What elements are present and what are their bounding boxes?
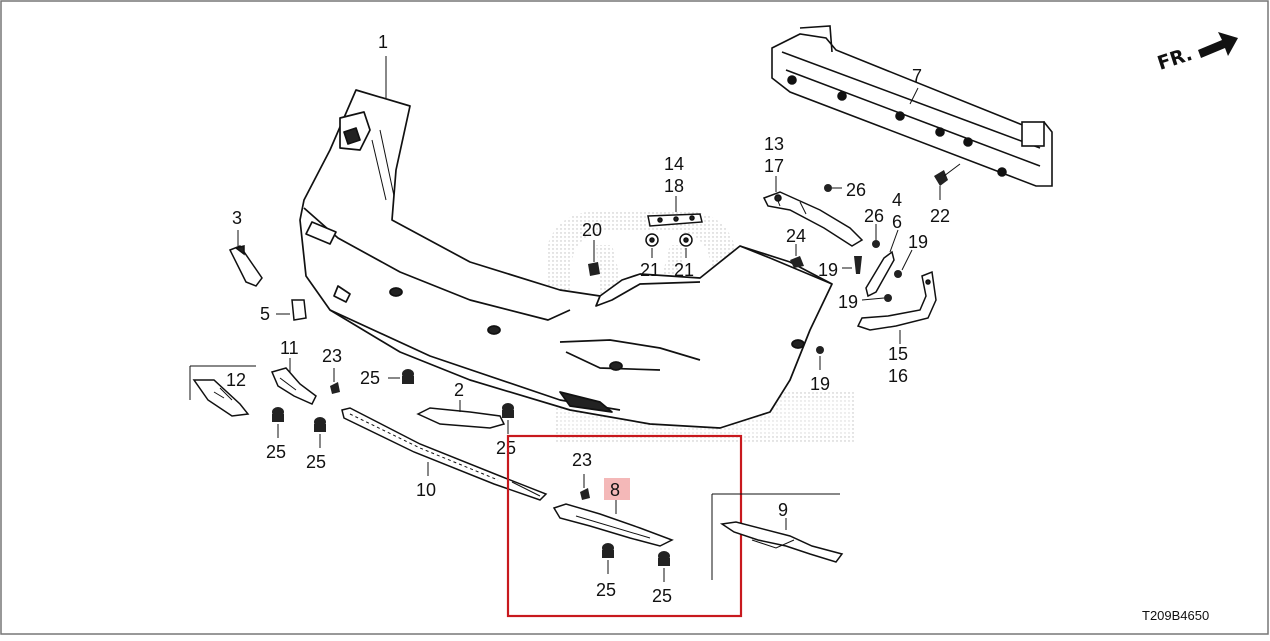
part-label-5: 5 <box>260 304 270 324</box>
part-label-25-b: 25 <box>266 442 286 462</box>
part-label-25-e: 25 <box>596 580 616 600</box>
part-label-10: 10 <box>416 480 436 500</box>
part-2-garnish <box>416 407 506 429</box>
part-label-7: 7 <box>912 66 922 86</box>
part-4-6-spacer <box>865 250 895 298</box>
part-label-22: 22 <box>930 206 950 226</box>
part-label-9: 9 <box>778 500 788 520</box>
part-label-24: 24 <box>786 226 806 246</box>
part-label-11: 11 <box>280 338 299 358</box>
part-label-23-box: 23 <box>572 450 592 470</box>
diagram-code: T209B4650 <box>1142 608 1209 623</box>
part-10-lower-strip <box>341 407 548 501</box>
part-label-26-b: 26 <box>864 206 884 226</box>
part-label-1: 1 <box>378 32 388 52</box>
part-label-12: 12 <box>226 370 246 390</box>
front-direction-label: FR. <box>1155 43 1195 75</box>
part-5-cap <box>291 299 307 321</box>
part-14-18-bracket <box>647 213 703 227</box>
part-15-16-bracket <box>856 270 937 331</box>
part-label-2: 2 <box>454 380 464 400</box>
part-9-garnish <box>711 493 844 580</box>
part-label-13: 13 <box>764 134 784 154</box>
part-22-bolt <box>934 163 961 200</box>
part-label-25-c: 25 <box>306 452 326 472</box>
part-8-highlight-tag <box>604 478 630 500</box>
part-label-3: 3 <box>232 208 242 228</box>
part-label-18: 18 <box>664 176 684 196</box>
part-3-bracket <box>228 245 263 287</box>
part-20-clip <box>588 240 600 276</box>
part-21-nuts <box>645 233 693 247</box>
part-label-25-f: 25 <box>652 586 672 606</box>
part-label-21-a: 21 <box>640 260 660 280</box>
part-8-garnish <box>552 503 674 547</box>
front-direction-arrow: FR. <box>1155 32 1238 75</box>
part-label-8: 8 <box>610 480 620 500</box>
part-7-reinforcement <box>771 25 1053 187</box>
part-label-19-a: 19 <box>818 260 838 280</box>
part-label-23-left: 23 <box>322 346 342 366</box>
part-label-15: 15 <box>888 344 908 364</box>
arrow-icon <box>1198 32 1238 58</box>
part-23-clip-left <box>330 368 340 394</box>
part-label-14: 14 <box>664 154 684 174</box>
part-label-25-d: 25 <box>496 438 516 458</box>
part-24-clip <box>790 244 804 268</box>
part-13-17-bracket <box>762 191 864 247</box>
part-label-19-c: 19 <box>838 292 858 312</box>
part-label-26-a: 26 <box>846 180 866 200</box>
part-label-25-a: 25 <box>360 368 380 388</box>
part-label-19-d: 19 <box>810 374 830 394</box>
part-19-screws <box>816 256 902 354</box>
part-label-20: 20 <box>582 220 602 240</box>
part-12-bracket <box>189 365 256 417</box>
part-11-bracket <box>270 367 317 405</box>
part-25-clips <box>272 369 670 566</box>
part-label-6: 6 <box>892 212 902 232</box>
part-label-19-b: 19 <box>908 232 928 252</box>
part-label-21-b: 21 <box>674 260 694 280</box>
part-1-bumper-face <box>299 89 833 429</box>
part-label-4: 4 <box>892 190 902 210</box>
part-label-17: 17 <box>764 156 784 176</box>
part-23-clip-box <box>580 474 590 500</box>
part-label-16: 16 <box>888 366 908 386</box>
part-26-screws <box>824 184 880 248</box>
